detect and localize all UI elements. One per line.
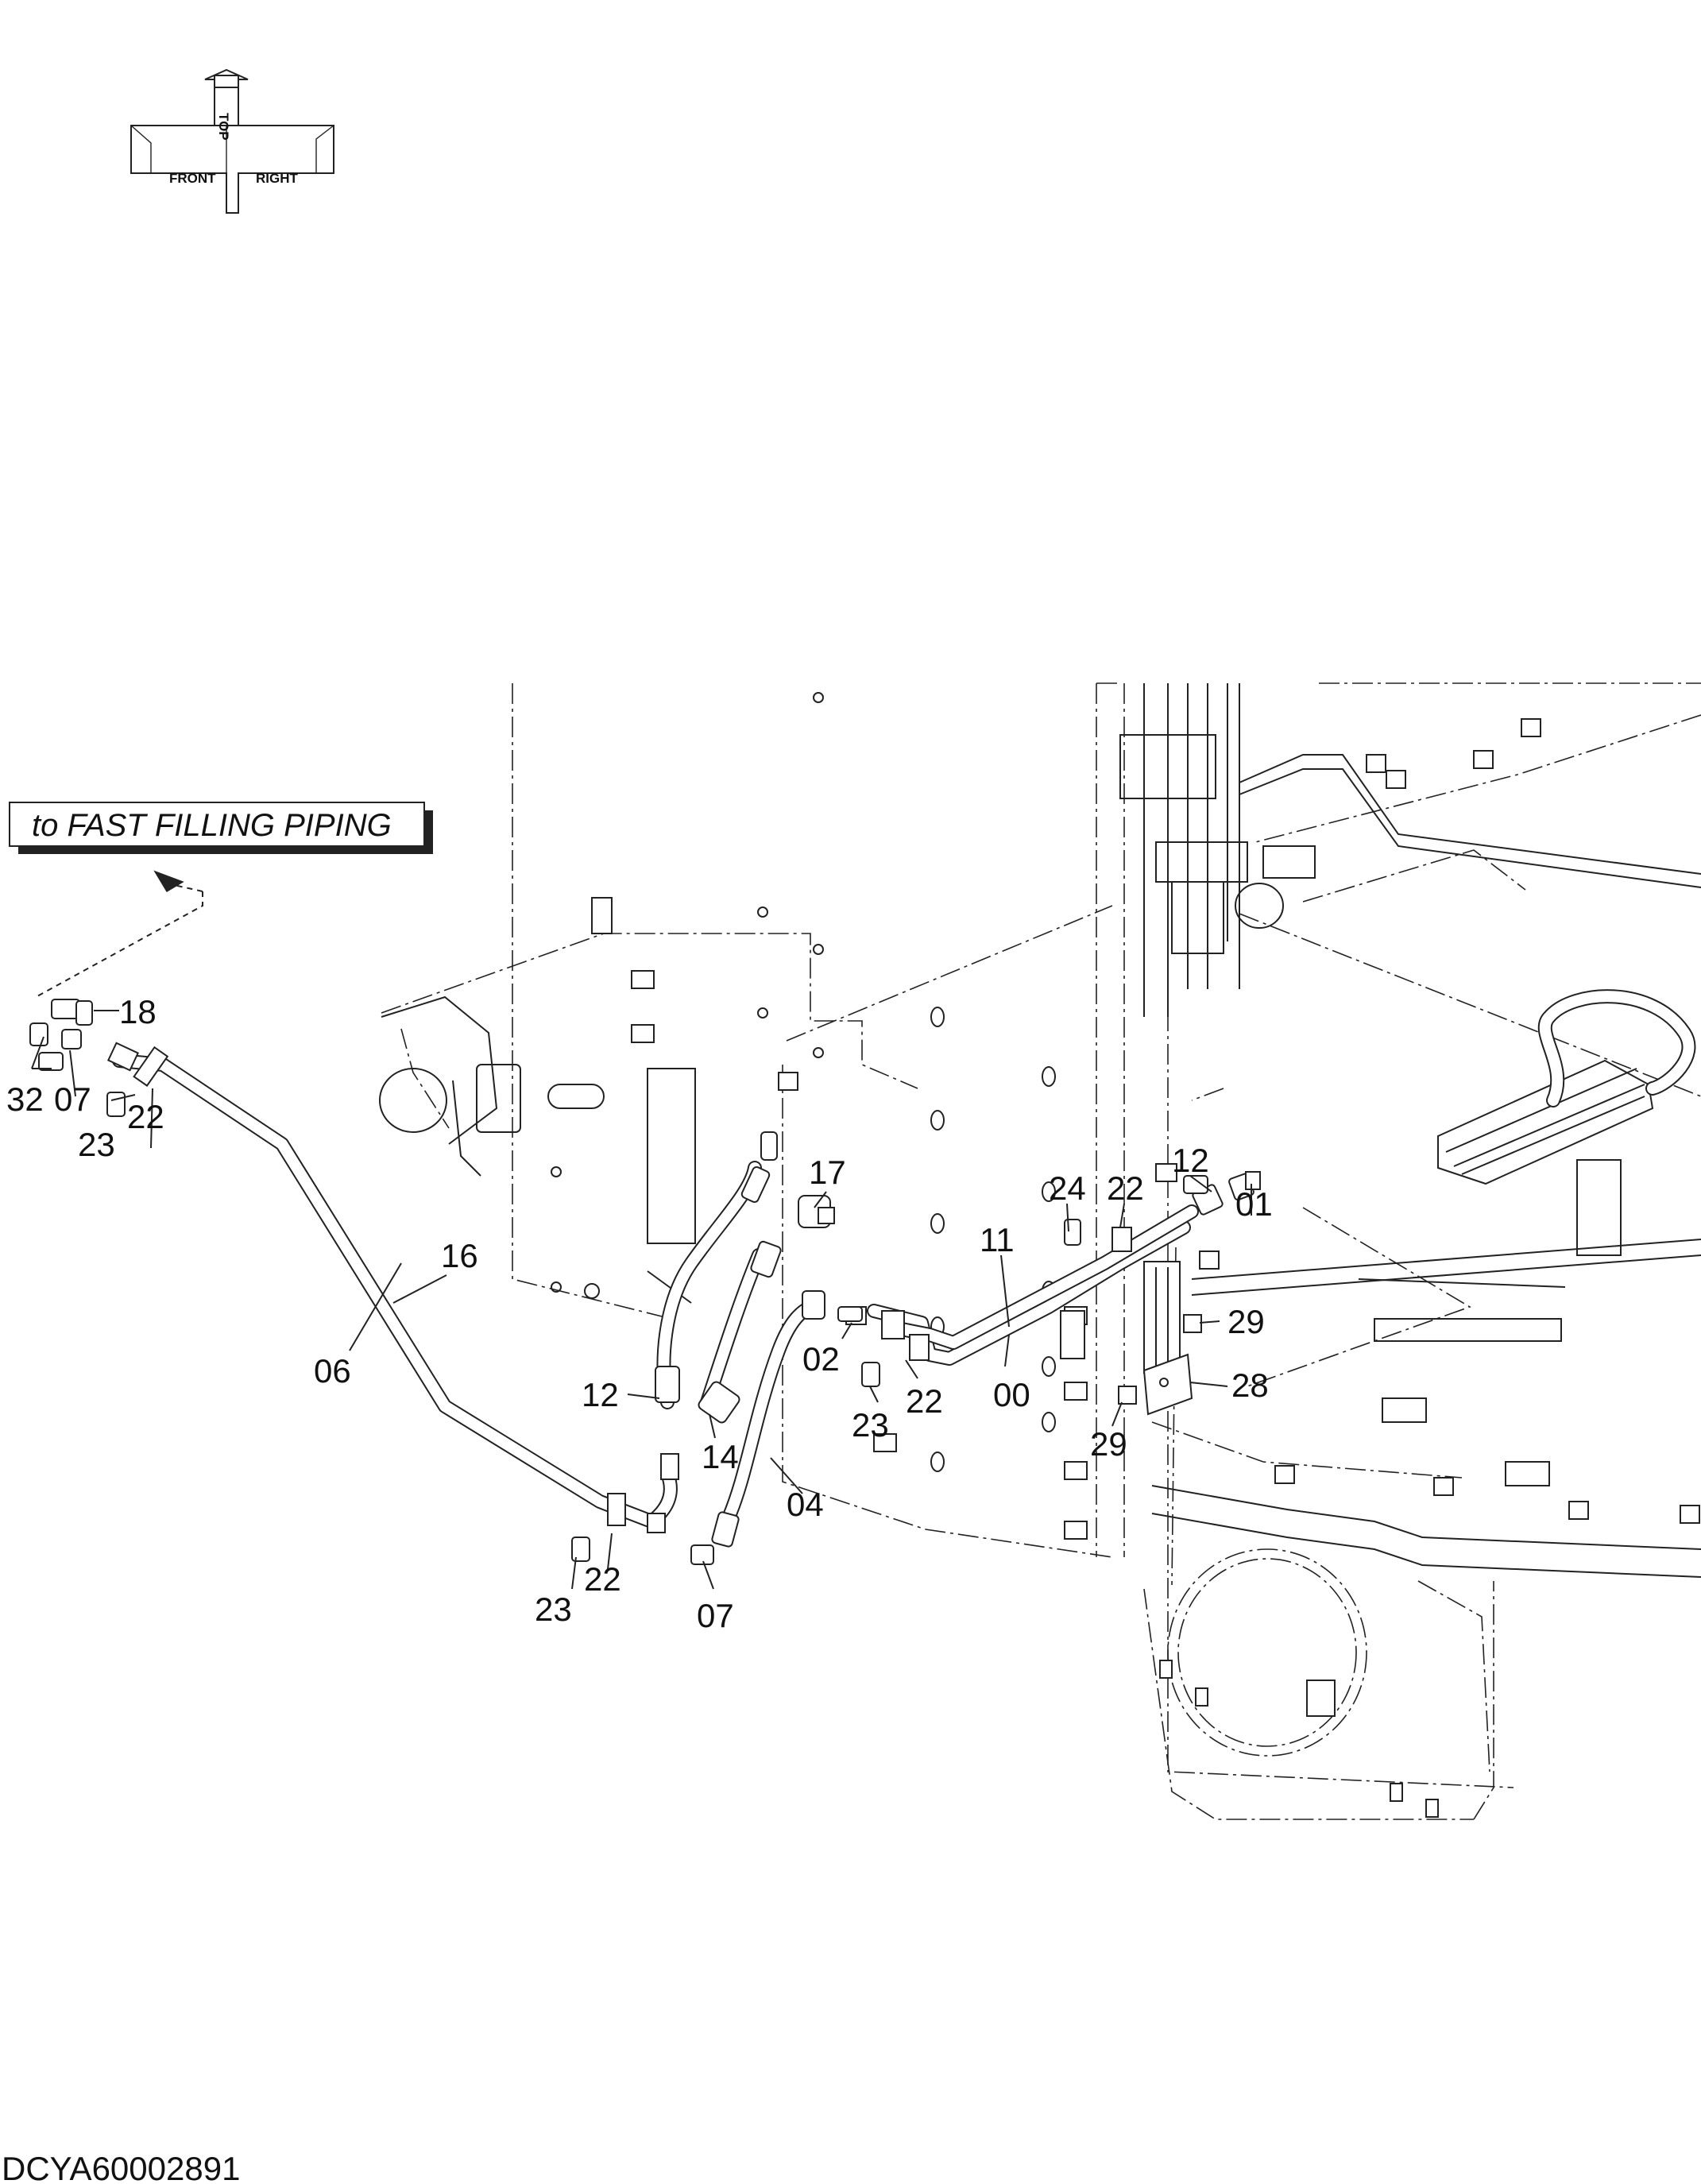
fittings — [29, 999, 1208, 1565]
callout-16: 16 — [441, 1237, 478, 1274]
callout-04: 04 — [787, 1486, 824, 1523]
callout-07b: 07 — [697, 1597, 734, 1634]
orient-front-label: FRONT — [169, 171, 216, 186]
reference-tag-text: to FAST FILLING PIPING — [32, 808, 392, 843]
callout-06: 06 — [314, 1352, 351, 1390]
hose-group — [655, 1131, 835, 1548]
callout-17: 17 — [809, 1154, 846, 1191]
frame-fasteners — [551, 692, 1700, 1818]
callout-14: 14 — [702, 1438, 739, 1475]
leader-lines — [31, 1010, 1252, 1590]
callout-29: 29 — [1227, 1303, 1265, 1340]
orient-right-label: RIGHT — [256, 171, 299, 186]
callout-22c: 22 — [1107, 1169, 1144, 1207]
callout-23c: 23 — [535, 1591, 572, 1628]
reference-tag: to FAST FILLING PIPING — [9, 802, 433, 998]
callout-01: 01 — [1235, 1185, 1273, 1223]
callout-12b: 12 — [1172, 1142, 1209, 1179]
callout-28: 28 — [1231, 1366, 1269, 1404]
callout-18: 18 — [119, 993, 157, 1030]
machine-frame — [379, 682, 1701, 1820]
callout-22d: 22 — [584, 1560, 621, 1598]
callout-02: 02 — [802, 1340, 840, 1378]
pipe-00-11 — [845, 1171, 1261, 1366]
callout-29b: 29 — [1090, 1425, 1127, 1463]
callout-22b: 22 — [906, 1382, 943, 1420]
callout-00: 00 — [993, 1376, 1030, 1413]
hydraulic-valve-block — [1437, 989, 1696, 1185]
callout-22: 22 — [127, 1098, 164, 1135]
drawing-code: DCYA60002891 — [2, 2150, 240, 2184]
callout-23: 23 — [78, 1126, 115, 1163]
orientation-indicator: FRONT RIGHT TOP — [130, 68, 334, 214]
callout-23b: 23 — [852, 1406, 889, 1444]
callout-labels: 18 32 07 23 22 16 06 12 14 17 02 23 22 0… — [6, 993, 1273, 1634]
callout-32: 32 — [6, 1080, 44, 1118]
orient-top-label: TOP — [216, 113, 231, 141]
callout-07: 07 — [54, 1080, 91, 1118]
bracket-28 — [1118, 1261, 1202, 1416]
callout-24: 24 — [1049, 1169, 1086, 1207]
callout-11: 11 — [980, 1221, 1015, 1258]
callout-12: 12 — [582, 1376, 619, 1413]
pipe-06 — [107, 1042, 679, 1533]
